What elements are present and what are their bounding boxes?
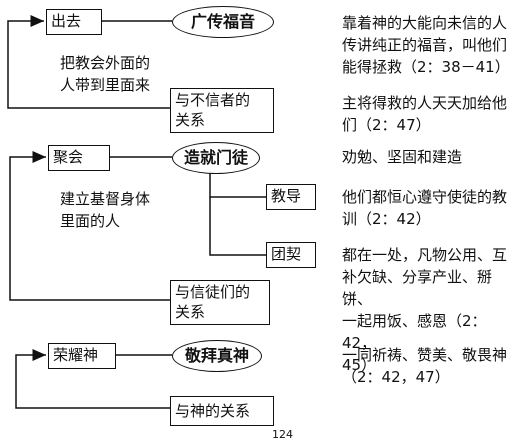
- description-block: 一同祈祷、赞美、敬畏神 （2：42，47）: [342, 346, 508, 386]
- branch-fellowship: [209, 197, 266, 256]
- branch-teach: [209, 172, 266, 198]
- relation-box-god: 与神的关系: [170, 396, 274, 426]
- relation-box-unbelievers: 与不信者的 关系: [170, 88, 274, 133]
- description-block: 靠着神的大能向未信的人 传讲纯正的福音，叫他们 能得拯救（2：38－41）: [342, 14, 510, 76]
- action-box-gathering: 聚会: [48, 145, 110, 171]
- note-line: 建立基督身体: [60, 190, 151, 208]
- sub-box-fellowship: 团契: [266, 242, 316, 268]
- goal-oval-worship: 敬拜真神: [172, 340, 262, 372]
- goal-oval-make-disciples: 造就门徒: [172, 142, 260, 174]
- action-box-glorify-god: 荣耀神: [48, 343, 116, 369]
- note-line: 里面的人: [60, 212, 121, 230]
- description-block: 主将得救的人天天加给他 们（2：47）: [342, 94, 508, 134]
- description-block: 劝勉、坚固和建造: [342, 148, 463, 166]
- sub-box-teaching: 教导: [266, 184, 316, 210]
- description-block: 他们都恒心遵守使徒的教 训（2：42）: [342, 188, 508, 228]
- note-line: 把教会外面的: [60, 54, 151, 72]
- action-box-go-out: 出去: [46, 9, 102, 35]
- relation-box-believers: 与信徒们的 关系: [170, 280, 270, 325]
- goal-oval-evangelize: 广传福音: [172, 6, 274, 38]
- page-number: 124: [272, 428, 293, 441]
- loop-arrow-3: [15, 349, 170, 409]
- loop-arrow-2: [9, 151, 170, 301]
- loop-arrow-1: [7, 15, 170, 109]
- description-block: 都在一处，凡物公用、互 补欠缺、分享产业、掰饼、 一起用饭、感恩（2：42， 4…: [342, 246, 508, 374]
- note-line: 人带到里面来: [60, 76, 151, 94]
